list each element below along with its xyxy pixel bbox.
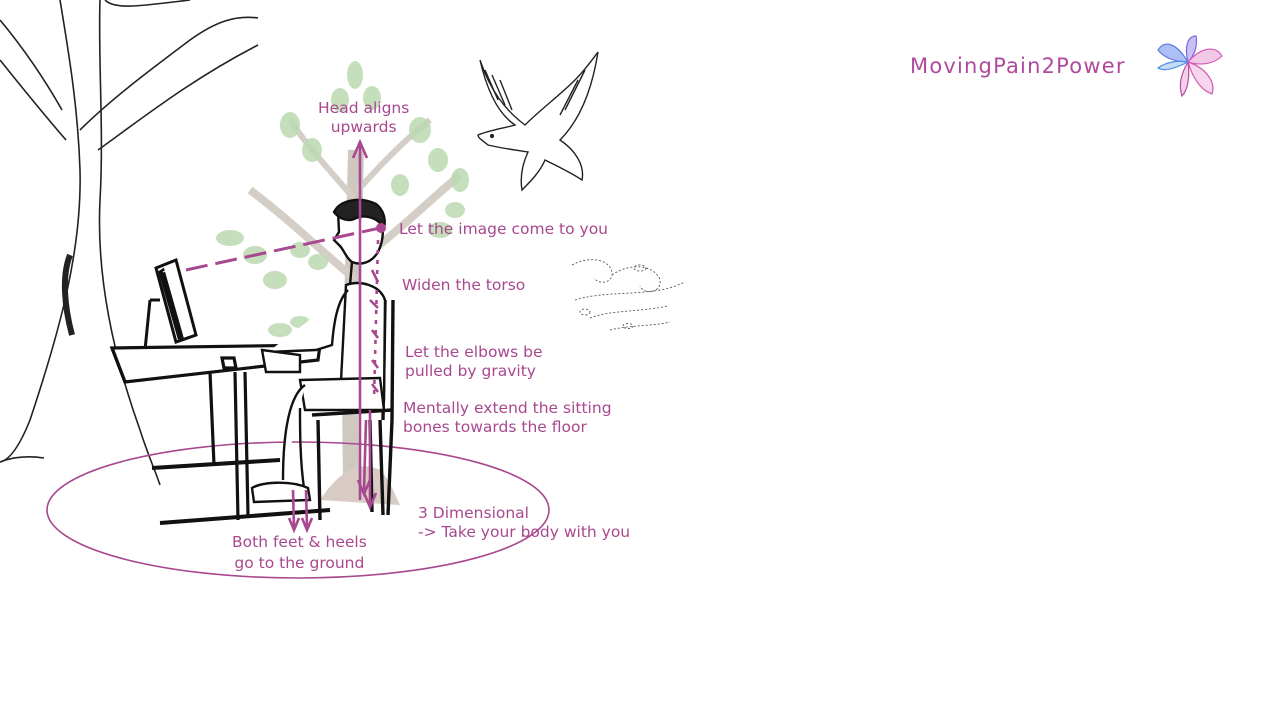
label-elbows: Let the elbows be pulled by gravity [405,343,543,380]
alignment-arrows [287,138,380,534]
label-sitting-bones: Mentally extend the sitting bones toward… [403,399,612,436]
label-feet-heels: Both feet & heels go to the ground [232,533,367,572]
label-head-aligns: Head aligns upwards [318,99,410,136]
label-image: Let the image come to you [399,220,609,238]
wind-leaves-icon [571,259,686,331]
bird-icon [477,51,599,192]
label-torso: Widen the torso [402,276,526,294]
brand-name: MovingPain2Power [910,54,1126,78]
eye-line [185,223,386,272]
monitor-icon [143,257,198,351]
tree-icon [0,0,259,486]
fan-ribbon-logo-icon [1156,35,1223,98]
ground-ellipse [46,441,550,579]
label-3-dimensional: 3 Dimensional -> Take your body with you [418,504,631,541]
